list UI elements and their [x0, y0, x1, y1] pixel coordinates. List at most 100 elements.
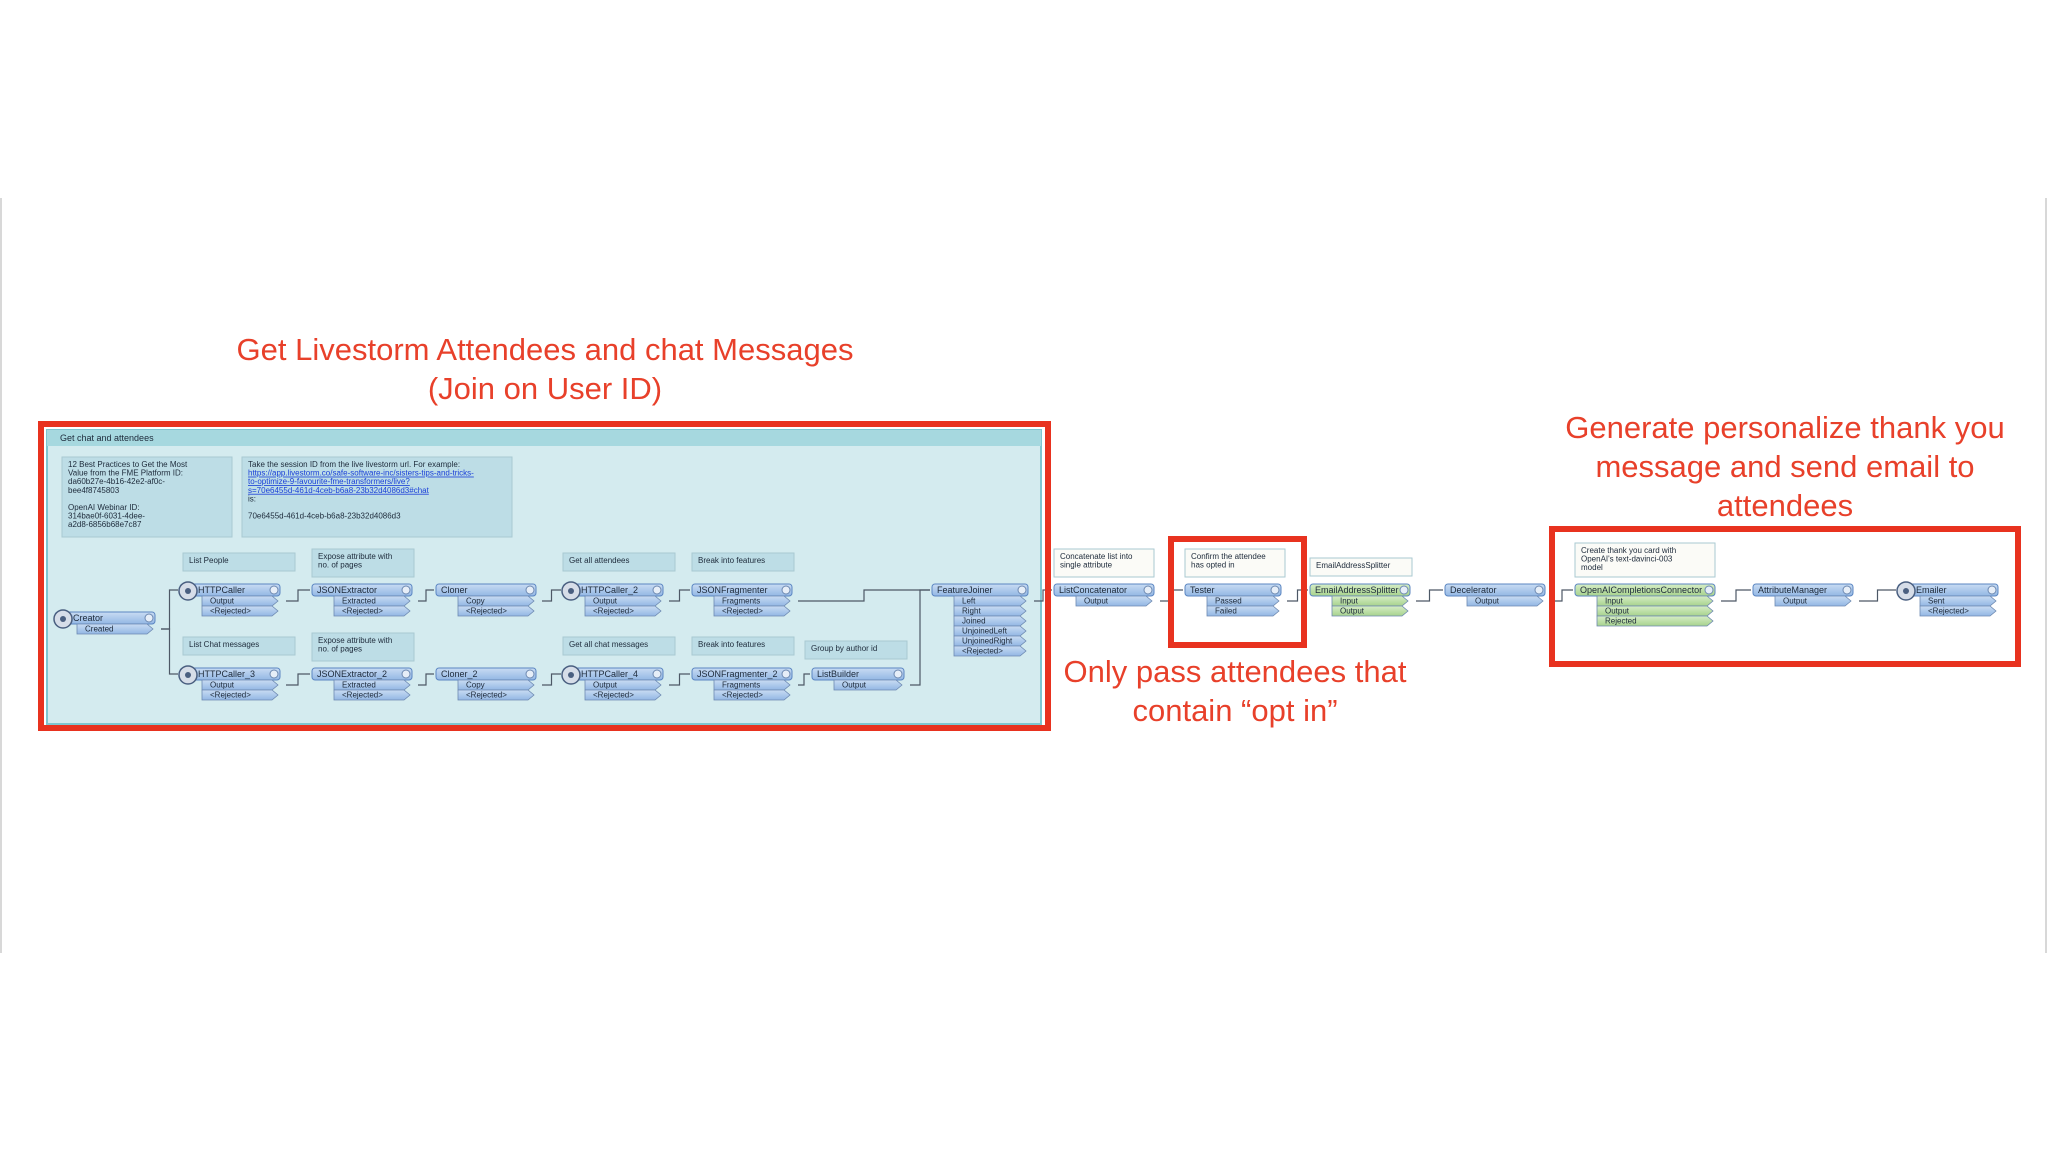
output-port[interactable]: <Rejected>: [713, 689, 791, 701]
settings-gear-icon[interactable]: [652, 585, 662, 595]
connection-line[interactable]: [798, 673, 810, 686]
settings-gear-icon[interactable]: [144, 613, 154, 623]
connection-line[interactable]: [669, 673, 690, 686]
connection-line[interactable]: [418, 673, 434, 686]
connection-line[interactable]: [1416, 589, 1443, 602]
settings-gear-icon[interactable]: [269, 585, 279, 595]
session-url-link[interactable]: s=70e6455d-461d-4ceb-b6a8-23b32d4086d3#c…: [248, 486, 430, 495]
note-break-2[interactable]: Break into features: [691, 636, 795, 656]
output-port[interactable]: <Rejected>: [953, 645, 1027, 657]
output-port[interactable]: <Rejected>: [201, 689, 279, 701]
output-port[interactable]: Output: [1774, 595, 1852, 607]
connection-line[interactable]: [1721, 589, 1751, 602]
output-port[interactable]: Extracted: [333, 679, 411, 691]
note-get-chat[interactable]: Get all chat messages: [562, 636, 676, 656]
output-port[interactable]: Right: [953, 605, 1027, 617]
output-port[interactable]: <Rejected>: [333, 605, 411, 617]
settings-gear-icon[interactable]: [1704, 585, 1714, 595]
output-port[interactable]: Created: [76, 623, 154, 635]
settings-gear-icon[interactable]: [525, 669, 535, 679]
connection-line[interactable]: [418, 589, 434, 602]
settings-gear-icon[interactable]: [401, 669, 411, 679]
note-session[interactable]: Take the session ID from the live livest…: [241, 456, 513, 538]
connection-line[interactable]: [1859, 589, 1896, 602]
output-port[interactable]: <Rejected>: [457, 605, 535, 617]
output-port[interactable]: Copy: [457, 679, 535, 691]
output-port[interactable]: Failed: [1206, 605, 1280, 617]
note-email-splitter[interactable]: EmailAddressSplitter: [1309, 557, 1413, 577]
output-port[interactable]: Output: [1466, 595, 1544, 607]
connection-line[interactable]: [286, 589, 310, 602]
session-url-link[interactable]: to-optimize-9-favourite-fme-transformers…: [248, 477, 410, 486]
output-port[interactable]: Output: [584, 595, 662, 607]
connection-line[interactable]: [1551, 589, 1573, 602]
output-port[interactable]: Extracted: [333, 595, 411, 607]
output-port[interactable]: UnjoinedRight: [953, 635, 1027, 647]
output-port[interactable]: <Rejected>: [584, 605, 662, 617]
output-port[interactable]: Left: [953, 595, 1027, 607]
output-port[interactable]: Passed: [1206, 595, 1280, 607]
note-group[interactable]: Group by author id: [804, 640, 908, 660]
settings-gear-icon[interactable]: [781, 669, 791, 679]
output-port[interactable]: <Rejected>: [1919, 605, 1997, 617]
output-port[interactable]: Copy: [457, 595, 535, 607]
output-port[interactable]: <Rejected>: [333, 689, 411, 701]
output-port[interactable]: Rejected: [1596, 615, 1714, 627]
output-port[interactable]: <Rejected>: [201, 605, 279, 617]
output-port[interactable]: Output: [584, 679, 662, 691]
settings-gear-icon[interactable]: [893, 669, 903, 679]
output-port[interactable]: Output: [201, 595, 279, 607]
settings-gear-icon[interactable]: [401, 585, 411, 595]
session-url-link[interactable]: https://app.livestorm.co/safe-software-i…: [248, 469, 474, 478]
output-port[interactable]: Input: [1596, 595, 1714, 607]
note-list-chat[interactable]: List Chat messages: [182, 636, 296, 656]
output-port[interactable]: Output: [1331, 605, 1409, 617]
note-get-attendees[interactable]: Get all attendees: [562, 552, 676, 572]
connection-line[interactable]: [542, 673, 561, 686]
output-port[interactable]: Fragments: [713, 595, 791, 607]
settings-gear-icon[interactable]: [269, 669, 279, 679]
output-port[interactable]: Output: [201, 679, 279, 691]
settings-gear-icon[interactable]: [1987, 585, 1997, 595]
settings-gear-icon[interactable]: [652, 669, 662, 679]
settings-gear-icon[interactable]: [1017, 585, 1027, 595]
connection-line[interactable]: [669, 589, 690, 602]
settings-gear-icon[interactable]: [781, 585, 791, 595]
transformer-openai[interactable]: OpenAICompletionsConnectorInputOutputRej…: [1574, 583, 1716, 627]
settings-gear-icon[interactable]: [1399, 585, 1409, 595]
output-port[interactable]: <Rejected>: [584, 689, 662, 701]
output-port[interactable]: UnjoinedLeft: [953, 625, 1027, 637]
connection-line[interactable]: [542, 589, 561, 602]
output-port[interactable]: Output: [1075, 595, 1153, 607]
connection-line[interactable]: [286, 673, 310, 686]
settings-gear-icon[interactable]: [525, 585, 535, 595]
output-port[interactable]: Sent: [1919, 595, 1997, 607]
note-break-1[interactable]: Break into features: [691, 552, 795, 572]
output-port[interactable]: <Rejected>: [457, 689, 535, 701]
output-port[interactable]: Input: [1331, 595, 1409, 607]
output-port[interactable]: Output: [1596, 605, 1714, 617]
output-port[interactable]: Joined: [953, 615, 1027, 627]
note-list-people[interactable]: List People: [182, 552, 296, 572]
